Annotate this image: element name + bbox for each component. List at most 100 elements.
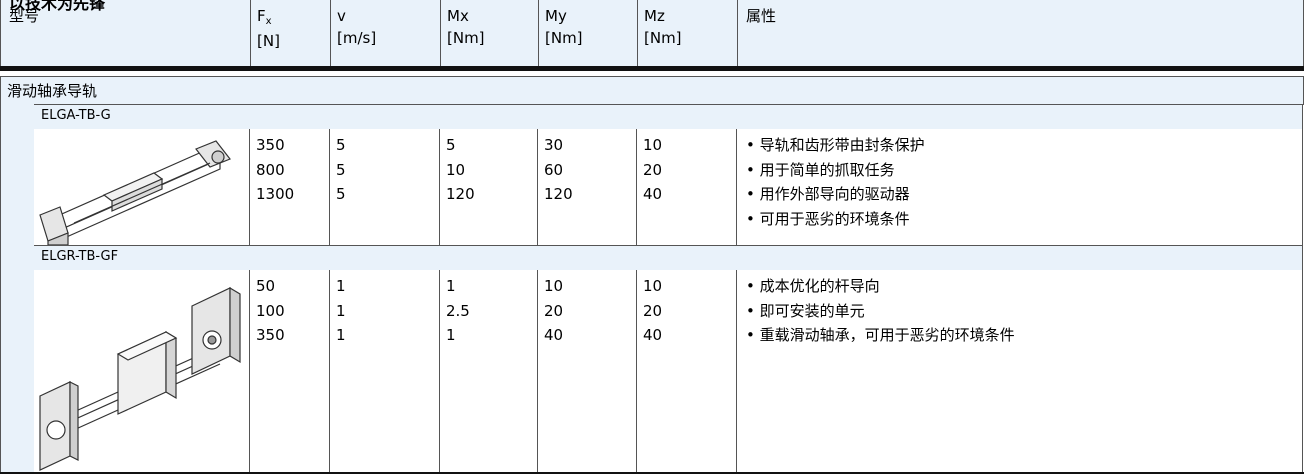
header-fx-label: F xyxy=(257,7,266,25)
header-v: v [m/s] xyxy=(337,5,376,49)
feature-item: 用于简单的抓取任务 xyxy=(746,158,925,183)
v-value: 1 xyxy=(336,277,346,295)
mx-values: 1 2.5 1 xyxy=(446,274,470,348)
feature-item: 导轨和齿形带由封条保护 xyxy=(746,133,925,158)
product-header: ELGR-TB-GF xyxy=(34,245,1303,271)
mz-values: 10 20 40 xyxy=(643,274,662,348)
mz-value: 20 xyxy=(643,160,663,179)
mx-value: 120 xyxy=(446,185,475,203)
mx-value: 5 xyxy=(446,136,456,154)
mz-value: 20 xyxy=(643,301,663,320)
my-value: 120 xyxy=(544,185,573,203)
feature-list: 导轨和齿形带由封条保护 用于简单的抓取任务 用作外部导向的驱动器 可用于恶劣的环… xyxy=(746,133,925,231)
mz-value: 10 xyxy=(643,136,663,154)
column-divider xyxy=(329,129,330,245)
feature-item: 即可安装的单元 xyxy=(746,299,1015,324)
mx-value: 1 xyxy=(446,277,456,295)
header-mx-label: Mx xyxy=(447,7,469,25)
column-divider xyxy=(636,129,637,245)
column-divider xyxy=(329,270,330,472)
mx-value: 1 xyxy=(446,326,456,344)
product-name: ELGA-TB-G xyxy=(41,108,111,123)
mx-value: 10 xyxy=(446,160,466,179)
header-divider xyxy=(330,0,331,66)
header-mx-unit: [Nm] xyxy=(447,29,485,47)
fx-value: 100 xyxy=(256,301,285,320)
mx-value: 2.5 xyxy=(446,301,470,320)
column-divider xyxy=(249,270,250,472)
product-image-elga xyxy=(34,129,250,246)
my-values: 30 60 120 xyxy=(544,133,573,207)
header-fx-unit: [N] xyxy=(257,32,280,50)
fx-value: 800 xyxy=(256,160,285,179)
fx-values: 350 800 1300 xyxy=(256,133,294,207)
fx-value: 350 xyxy=(256,326,285,344)
product-name: ELGR-TB-GF xyxy=(41,249,119,264)
header-fx: Fx [N] xyxy=(257,5,280,52)
v-value: 5 xyxy=(336,136,346,154)
v-value: 1 xyxy=(336,301,346,320)
guide-unit-illustration xyxy=(39,286,241,471)
linear-axis-illustration xyxy=(39,140,231,246)
column-divider xyxy=(537,270,538,472)
product-row: 50 100 350 1 1 1 1 2.5 1 10 20 40 10 20 … xyxy=(34,270,1303,472)
feature-item: 用作外部导向的驱动器 xyxy=(746,182,925,207)
header-type: 型号 xyxy=(9,7,40,25)
section-header: 滑动轴承导轨 xyxy=(0,76,1304,105)
my-value: 20 xyxy=(544,301,564,320)
header-my: My [Nm] xyxy=(545,5,583,49)
my-value: 60 xyxy=(544,160,564,179)
fx-values: 50 100 350 xyxy=(256,274,285,348)
column-divider xyxy=(439,270,440,472)
product-header: ELGA-TB-G xyxy=(34,104,1303,130)
feature-item: 重载滑动轴承，可用于恶劣的环境条件 xyxy=(746,323,1015,348)
product-image-elgr xyxy=(34,270,250,472)
my-value: 10 xyxy=(544,277,564,295)
header-divider xyxy=(538,0,539,66)
header-divider xyxy=(440,0,441,66)
header-rule xyxy=(0,66,1304,71)
column-divider xyxy=(439,129,440,245)
product-row: 350 800 1300 5 5 5 5 10 120 30 60 120 10… xyxy=(34,129,1303,246)
mz-value: 40 xyxy=(643,326,663,344)
header-divider xyxy=(737,0,738,66)
feature-item: 可用于恶劣的环境条件 xyxy=(746,207,925,232)
column-divider xyxy=(636,270,637,472)
header-mz-label: Mz xyxy=(644,7,665,25)
mz-value: 40 xyxy=(643,185,663,203)
v-value: 5 xyxy=(336,185,346,203)
fx-value: 1300 xyxy=(256,185,295,203)
column-divider xyxy=(736,270,737,472)
table-bottom-rule xyxy=(0,472,1304,474)
header-mz-unit: [Nm] xyxy=(644,29,682,47)
fx-value: 350 xyxy=(256,136,285,154)
mz-value: 10 xyxy=(643,277,663,295)
header-v-unit: [m/s] xyxy=(337,29,377,47)
my-value: 40 xyxy=(544,326,564,344)
feature-item: 成本优化的杆导向 xyxy=(746,274,1015,299)
v-value: 1 xyxy=(336,326,346,344)
cut-off-title: 以技术为先锋 xyxy=(9,0,106,13)
header-divider xyxy=(637,0,638,66)
header-my-label: My xyxy=(545,7,567,25)
v-values: 5 5 5 xyxy=(336,133,346,207)
mz-values: 10 20 40 xyxy=(643,133,662,207)
header-mz: Mz [Nm] xyxy=(644,5,682,49)
v-value: 5 xyxy=(336,160,346,179)
my-values: 10 20 40 xyxy=(544,274,563,348)
table-header: 以技术为先锋 型号 Fx [N] v [m/s] Mx [Nm] My [Nm]… xyxy=(0,0,1304,66)
fx-value: 50 xyxy=(256,277,276,295)
header-mx: Mx [Nm] xyxy=(447,5,485,49)
header-divider xyxy=(250,0,251,66)
section-indent xyxy=(0,104,36,472)
column-divider xyxy=(736,129,737,245)
section-label: 滑动轴承导轨 xyxy=(7,82,98,100)
header-v-label: v xyxy=(337,7,346,25)
mx-values: 5 10 120 xyxy=(446,133,475,207)
v-values: 1 1 1 xyxy=(336,274,346,348)
header-properties: 属性 xyxy=(746,7,777,25)
header-my-unit: [Nm] xyxy=(545,29,583,47)
feature-list: 成本优化的杆导向 即可安装的单元 重载滑动轴承，可用于恶劣的环境条件 xyxy=(746,274,1015,348)
my-value: 30 xyxy=(544,136,564,154)
